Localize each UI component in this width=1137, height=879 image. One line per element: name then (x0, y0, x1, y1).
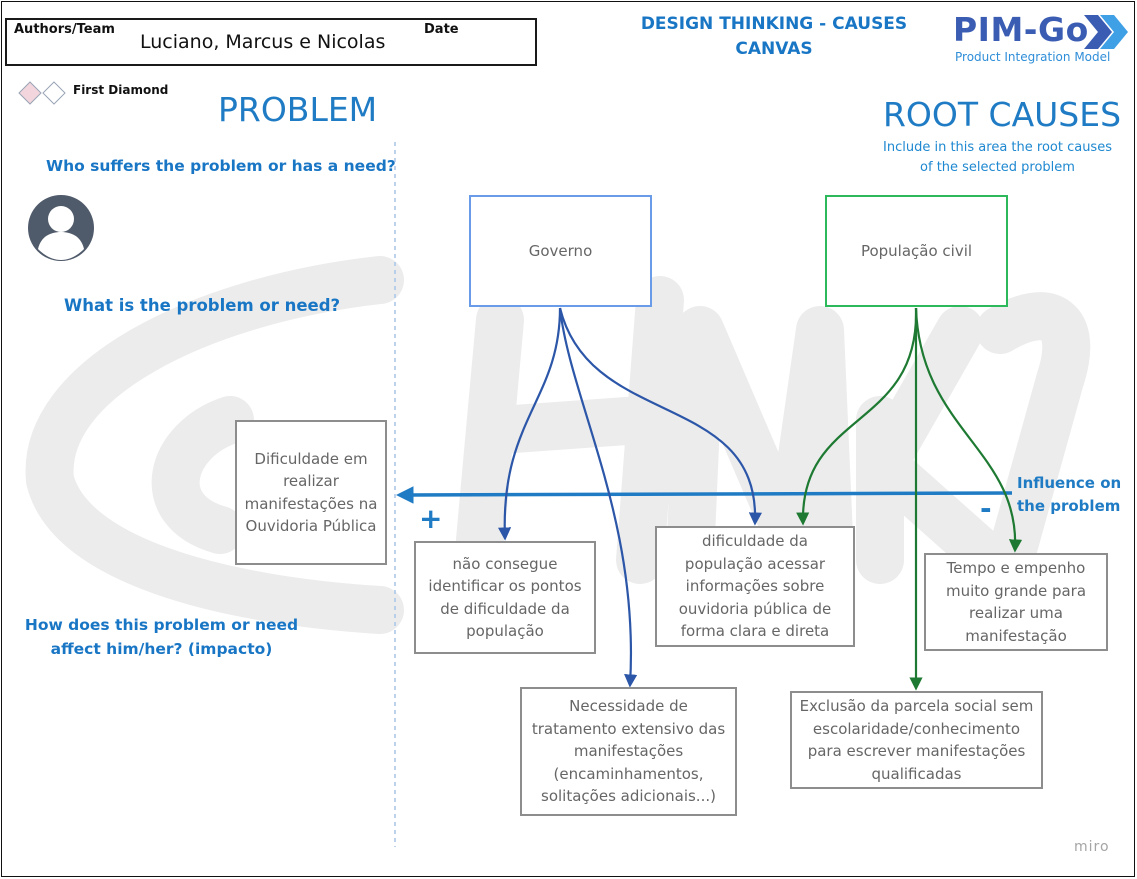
date-label: Date (424, 22, 459, 37)
miro-watermark: miro (1074, 839, 1110, 855)
cause-card-4[interactable]: Tempo e empenho muito grande para realiz… (924, 553, 1108, 651)
influence-arrow (396, 486, 1013, 504)
diamond-icon (18, 81, 66, 105)
question-impact-line1: How does this problem or need (24, 616, 299, 634)
authors-box (5, 18, 537, 66)
canvas-title-line1: DESIGN THINKING - CAUSES (640, 14, 908, 34)
question-who: Who suffers the problem or has a need? (46, 157, 396, 175)
root-causes-note: Include in this area the root causes of … (870, 138, 1125, 178)
root-populacao-civil[interactable]: População civil (825, 195, 1008, 307)
question-impact-line2: affect him/her? (impacto) (50, 640, 273, 658)
governo-arrow-3 (558, 307, 762, 526)
question-what: What is the problem or need? (64, 296, 341, 315)
populacao-arrow-1 (796, 307, 918, 526)
populacao-arrow-2 (914, 307, 1023, 553)
cause-card-5[interactable]: Exclusão da parcela social sem escolarid… (790, 691, 1043, 789)
problem-card[interactable]: Dificuldade em realizar manifestações na… (235, 420, 387, 565)
double-chevron-icon (1084, 15, 1128, 49)
team-name[interactable]: Luciano, Marcus e Nicolas (140, 31, 386, 53)
cause-card-2[interactable]: Necessidade de tratamento extensivo das … (520, 687, 737, 816)
canvas-title: DESIGN THINKING - CAUSES CANVAS (620, 14, 928, 59)
question-impact: How does this problem or need affect him… (14, 613, 309, 661)
pim-go-logo: PIM-Go Product Integration Model (953, 10, 1133, 70)
influence-label-line2: the problem (1017, 497, 1121, 515)
governo-arrow-2 (558, 307, 638, 688)
problem-heading: PROBLEM (218, 90, 378, 129)
influence-label: Influence on the problem (1017, 472, 1121, 518)
governo-arrow-1 (497, 307, 562, 541)
root-causes-note-line1: Include in this area the root causes (883, 140, 1112, 155)
canvas-title-line2: CANVAS (735, 39, 813, 59)
phase-label: First Diamond (73, 83, 169, 97)
authors-label: Authors/Team (14, 22, 115, 37)
cause-card-1[interactable]: não consegue identificar os pontos de di… (414, 541, 596, 654)
logo-subtitle: Product Integration Model (955, 50, 1111, 64)
section-divider (394, 142, 396, 847)
logo-text: PIM-Go (953, 10, 1089, 49)
user-avatar-icon (28, 195, 94, 261)
minus-sign: - (980, 492, 992, 525)
root-causes-heading: ROOT CAUSES (883, 95, 1122, 134)
influence-label-line1: Influence on (1017, 474, 1122, 492)
plus-sign: + (419, 502, 443, 535)
root-governo[interactable]: Governo (469, 195, 652, 307)
root-causes-note-line2: of the selected problem (920, 160, 1075, 175)
cause-card-3[interactable]: dificuldade da população acessar informa… (655, 526, 855, 647)
